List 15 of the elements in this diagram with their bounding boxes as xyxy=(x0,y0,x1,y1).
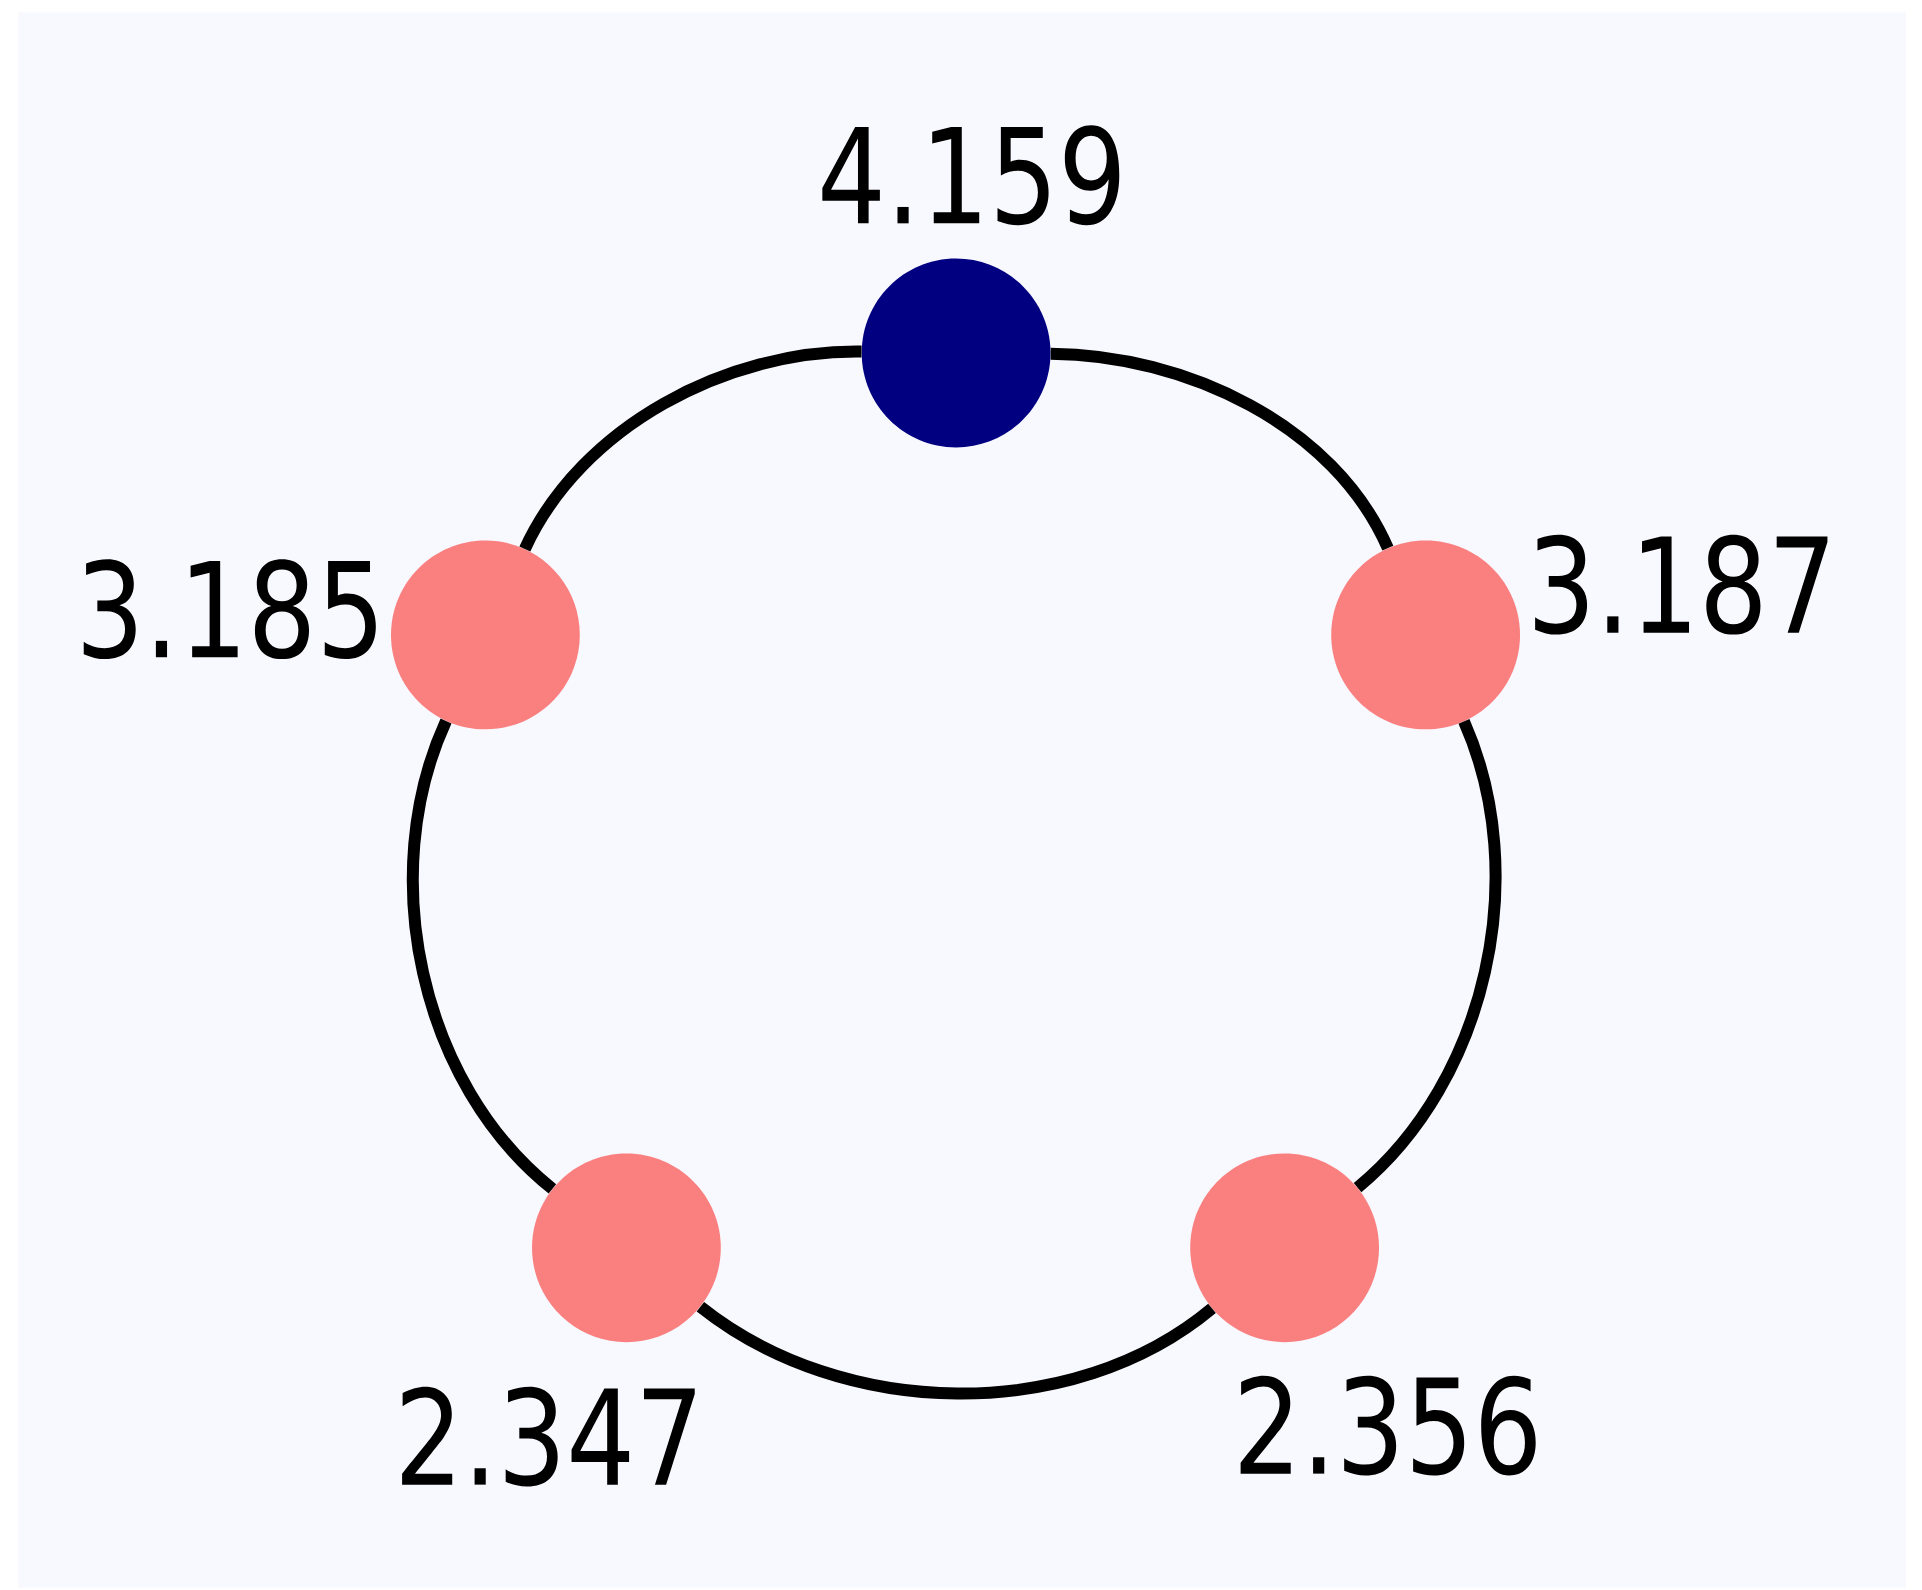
value-label: 2.347 xyxy=(402,1386,695,1487)
value-label: 3.185 xyxy=(83,559,376,660)
ring-arc xyxy=(519,345,862,552)
value-label: 4.159 xyxy=(822,125,1120,226)
value-label: 2.356 xyxy=(1240,1375,1536,1476)
circle-marker xyxy=(1190,1153,1379,1343)
ring-arc xyxy=(1050,347,1394,551)
value-label: 3.187 xyxy=(1535,534,1828,635)
ring-arc xyxy=(1353,719,1502,1192)
ring-arc xyxy=(406,718,557,1194)
circle-marker xyxy=(532,1153,721,1343)
circle-marker xyxy=(861,258,1051,448)
ring-arc xyxy=(696,1301,1216,1400)
circle-marker xyxy=(1331,540,1520,730)
circle-marker xyxy=(391,540,580,730)
